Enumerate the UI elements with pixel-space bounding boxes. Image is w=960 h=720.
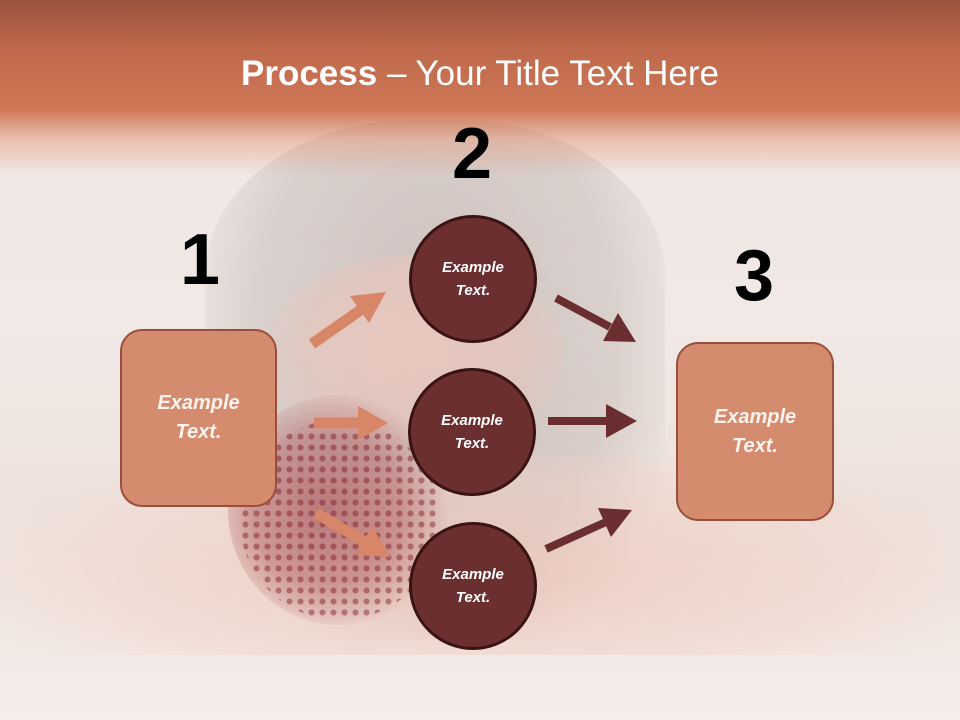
step-1-number: 1 — [179, 220, 221, 300]
step-2-circle-top: Example Text. — [409, 215, 537, 343]
arrow-1-to-2-bottom — [313, 508, 390, 557]
title-rest: – Your Title Text Here — [377, 54, 719, 93]
step-2-label-bottom: Example Text. — [442, 566, 504, 606]
step-1-label: Example Text. — [157, 392, 240, 443]
title-bold: Process — [241, 54, 378, 93]
arrow-1-to-2-top — [308, 292, 386, 349]
step-1-box: Example Text. — [120, 329, 277, 507]
arrow-2-to-3-bottom — [544, 508, 632, 553]
step-2-number: 2 — [451, 114, 493, 194]
step-3-box: Example Text. — [676, 342, 834, 521]
step-2-label-middle: Example Text. — [441, 412, 503, 452]
title-band — [0, 0, 960, 175]
arrow-1-to-2-middle — [314, 406, 388, 440]
step-2-circle-middle: Example Text. — [408, 368, 536, 496]
step-2-circle-bottom: Example Text. — [409, 522, 537, 650]
arrow-2-to-3-middle — [548, 404, 637, 438]
arrow-2-to-3-top — [554, 294, 636, 342]
slide-title: Process – Your Title Text Here — [0, 52, 960, 96]
step-2-label-top: Example Text. — [442, 259, 504, 299]
step-3-label: Example Text. — [713, 405, 797, 457]
step-3-number: 3 — [733, 236, 775, 316]
